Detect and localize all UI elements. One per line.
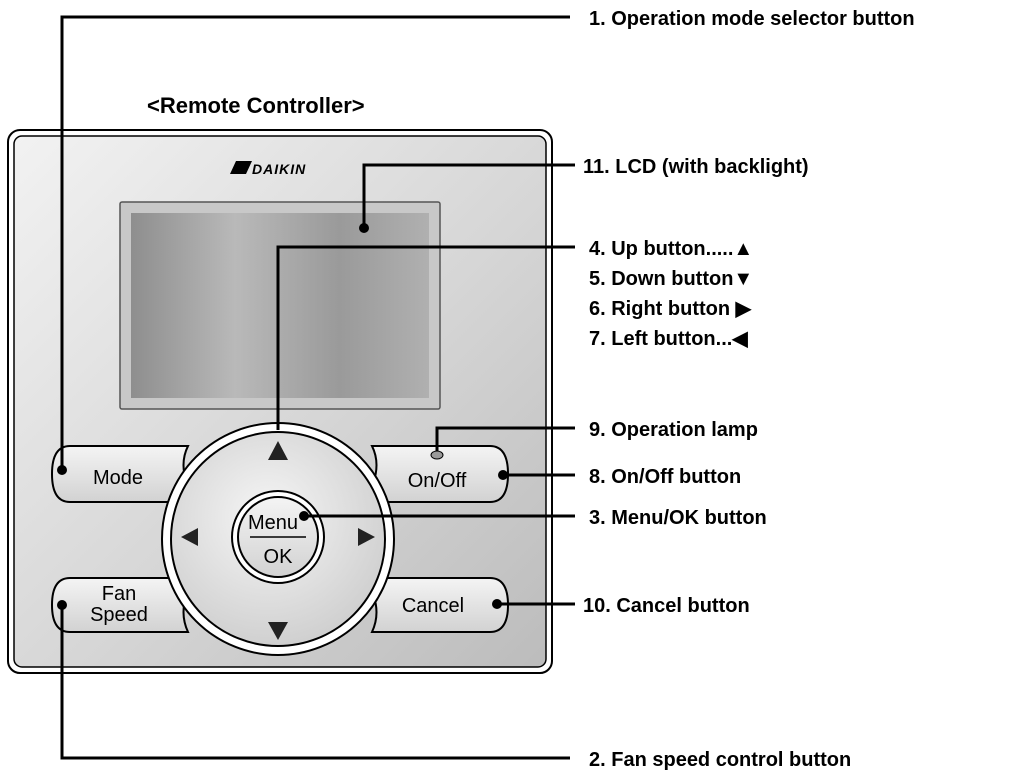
callout-8-on-off: 8. On/Off button <box>589 466 741 488</box>
diagram-heading: <Remote Controller> <box>147 93 365 118</box>
operation-lamp <box>430 450 444 460</box>
left-arrow-button[interactable] <box>181 528 198 546</box>
cancel-button-label: Cancel <box>402 595 464 617</box>
mode-button-label: Mode <box>93 467 143 489</box>
leader-nav <box>276 245 575 430</box>
lcd-screen <box>119 201 441 410</box>
callout-2-fan-speed: 2. Fan speed control button <box>589 749 851 771</box>
leader-lamp <box>435 426 575 451</box>
cancel-button[interactable]: Cancel <box>362 577 510 633</box>
callout-4-up: 4. Up button.....▲ <box>589 238 753 260</box>
callout-7-left: 7. Left button...◀ <box>589 328 748 350</box>
up-arrow-button[interactable] <box>268 441 288 460</box>
callout-9-lamp: 9. Operation lamp <box>589 419 758 441</box>
daikin-logo: DAIKIN <box>230 161 306 177</box>
mode-button[interactable]: Mode <box>50 445 198 503</box>
on-off-button-label: On/Off <box>408 470 467 492</box>
on-off-button[interactable]: On/Off <box>362 445 510 503</box>
callout-1-operation-mode: 1. Operation mode selector button <box>589 8 915 30</box>
brand-label: DAIKIN <box>252 161 306 177</box>
fan-speed-button[interactable]: Fan Speed <box>50 577 198 633</box>
leader-dots <box>57 223 508 610</box>
fan-speed-label-line1: Fan <box>102 583 136 605</box>
leader-fan-speed <box>60 605 570 760</box>
callout-11-lcd: 11. LCD (with backlight) <box>583 156 809 178</box>
leader-lines <box>60 15 575 760</box>
leader-mode <box>60 15 570 470</box>
menu-ok-button[interactable]: Menu OK <box>231 490 325 584</box>
callout-6-right: 6. Right button ▶ <box>589 298 753 320</box>
leader-lcd <box>362 163 575 226</box>
menu-label: Menu <box>248 512 298 534</box>
right-arrow-button[interactable] <box>358 528 375 546</box>
callout-5-down: 5. Down button▼ <box>589 268 753 290</box>
down-arrow-button[interactable] <box>268 622 288 640</box>
ok-label: OK <box>264 546 294 568</box>
callout-10-cancel: 10. Cancel button <box>583 595 750 617</box>
callout-3-menu-ok: 3. Menu/OK button <box>589 507 767 529</box>
fan-speed-label-line2: Speed <box>90 604 148 626</box>
